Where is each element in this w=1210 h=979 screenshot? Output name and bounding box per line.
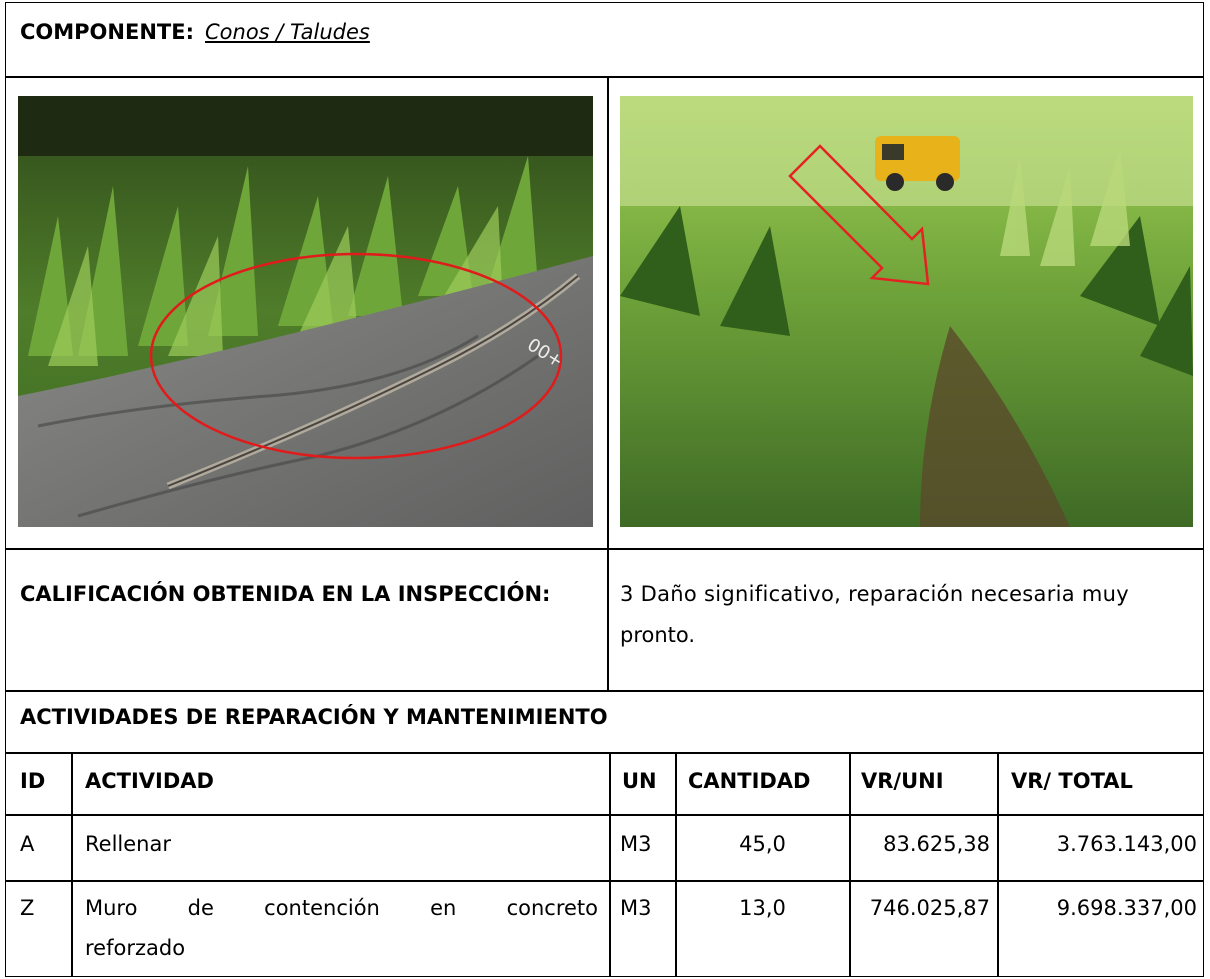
table-row-vr-total: 3.763.143,00 [1056,832,1197,856]
inspection-value-line2: pronto. [620,623,696,647]
photo-road-crack: 00+ [18,96,593,527]
table-row-actividad: Muro de contención en concreto [85,896,598,920]
table-row-vr-total: 9.698.337,00 [1056,896,1197,920]
divider [5,548,1204,550]
col-header-vr-total: VR/ TOTAL [1011,769,1133,793]
table-row-actividad-cont: reforzado [85,936,186,960]
table-row-actividad: Rellenar [85,832,171,856]
table-row-un: M3 [620,832,652,856]
inspection-value-line1: 3 Daño significativo, reparación necesar… [620,584,1195,605]
inspection-label: CALIFICACIÓN OBTENIDA EN LA INSPECCIÓN: [20,582,551,606]
col-header-id: ID [20,769,46,793]
table-row-cantidad: 13,0 [739,896,786,920]
sheet-frame [5,2,1204,977]
divider [609,752,611,977]
activities-title: ACTIVIDADES DE REPARACIÓN Y MANTENIMIENT… [20,705,608,729]
divider [5,76,1204,78]
inspection-value-text: 3 Daño significativo, reparación necesar… [620,582,1130,606]
divider [5,752,1204,754]
table-row-id: A [20,832,35,856]
col-header-cantidad: CANTIDAD [688,769,811,793]
col-header-actividad: ACTIVIDAD [85,769,214,793]
componente-label: COMPONENTE: [20,20,194,44]
photo-slope-arrow [620,96,1193,527]
divider [71,752,73,977]
table-row-vr-uni: 746.025,87 [869,896,990,920]
table-row-cantidad: 45,0 [739,832,786,856]
table-row-un: M3 [620,896,652,920]
divider [607,76,609,690]
divider [5,880,1204,882]
table-row-id: Z [20,896,35,920]
divider [997,752,999,977]
componente-value: Conos / Taludes [205,20,370,44]
col-header-un: UN [622,769,657,793]
divider [849,752,851,977]
divider [5,690,1204,692]
divider [675,752,677,977]
divider [5,814,1204,816]
table-row-vr-uni: 83.625,38 [883,832,990,856]
col-header-vr-uni: VR/UNI [861,769,944,793]
